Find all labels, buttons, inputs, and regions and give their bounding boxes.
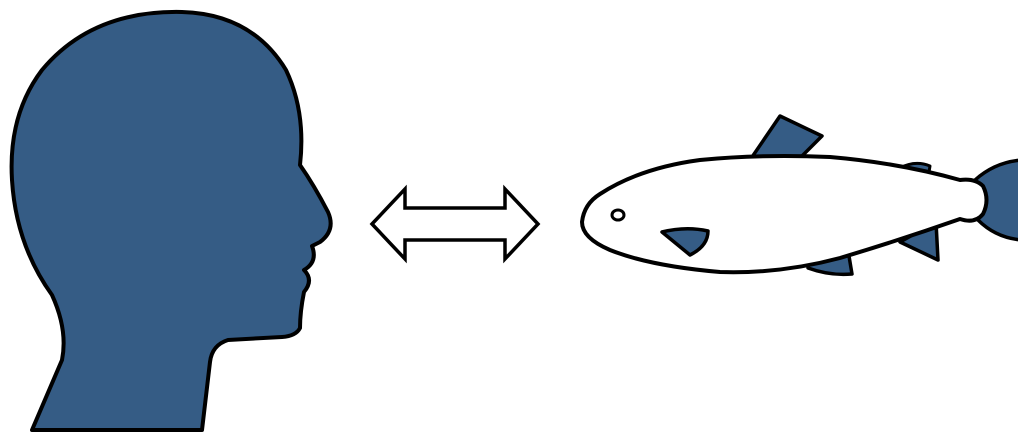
- fish-icon: [582, 116, 1018, 274]
- double-headed-arrow-icon: [372, 189, 538, 259]
- fish-eye: [612, 210, 624, 220]
- human-head-silhouette-icon: [12, 12, 331, 430]
